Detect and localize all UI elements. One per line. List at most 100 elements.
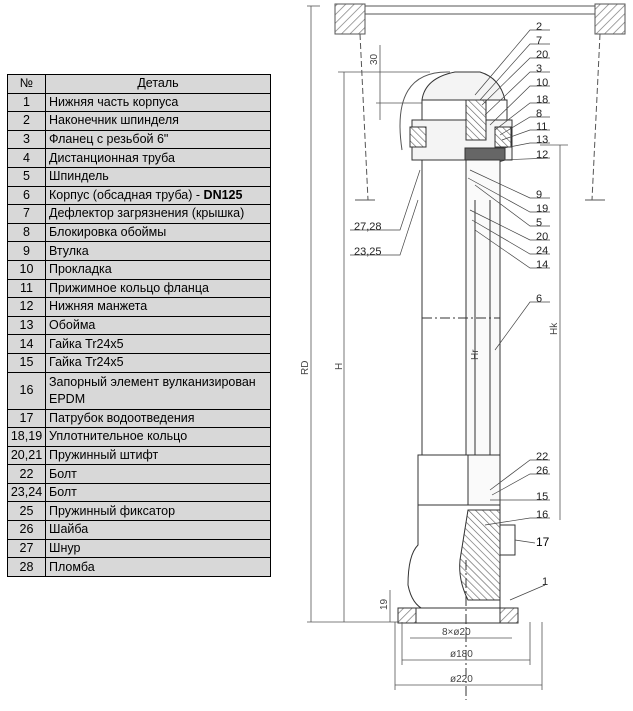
dim-220: ø220 [450, 674, 473, 685]
row-num: 16 [7, 371, 46, 410]
callout-19: 19 [536, 203, 548, 215]
callout-22: 22 [536, 451, 548, 463]
row-name: Обойма [45, 315, 271, 336]
row-name: Прижимное кольцо фланца [45, 278, 271, 299]
row-name: Шнур [45, 538, 271, 559]
leader-13 [503, 142, 550, 149]
cap-ring [421, 99, 508, 121]
spindle-head-hatch [465, 99, 487, 141]
row-num: 13 [7, 315, 46, 336]
bottom-dimensions [394, 622, 543, 690]
dim-30: 30 [369, 53, 380, 65]
row-name: Втулка [45, 241, 271, 261]
leader-14 [474, 229, 550, 269]
frame-left-wall [359, 33, 369, 201]
dim-rd: RD [300, 361, 311, 375]
row-name: Дистанционная труба [45, 148, 271, 168]
flange-hatch-left [409, 126, 427, 148]
leader-27-28 [350, 169, 421, 231]
cord [399, 71, 451, 151]
leader-3 [484, 71, 550, 116]
dim-180: ø180 [450, 649, 473, 660]
row-num: 28 [7, 557, 46, 577]
table-header-row: № Деталь [7, 74, 271, 94]
callout-2: 2 [536, 21, 542, 33]
row-name: Наконечник шпинделя [45, 111, 271, 131]
callout-16: 16 [536, 509, 548, 521]
row-num: 12 [7, 297, 46, 317]
row-num: 26 [7, 520, 46, 540]
row-num: 5 [7, 166, 46, 187]
row-num: 20,21 [7, 445, 46, 466]
row-num: 1 [7, 92, 46, 113]
leader-6 [494, 301, 550, 351]
leader-10 [489, 85, 550, 126]
dim-hr: Hr [470, 349, 481, 360]
header-num: № [7, 74, 46, 94]
row-name: Прокладка [45, 259, 271, 280]
row-num: 22 [7, 464, 46, 484]
row-name: Запорный элемент вулканизирован EPDM [45, 371, 271, 410]
cap [421, 71, 506, 101]
row-num: 10 [7, 259, 46, 280]
callout-12: 12 [536, 149, 548, 161]
row-num: 3 [7, 129, 46, 150]
valve-hatch [459, 509, 501, 601]
row-name: Фланец с резьбой 6" [45, 129, 271, 150]
callout-9: 9 [536, 189, 542, 201]
row-name: Нижняя часть корпуса [45, 92, 271, 113]
callouts-left: 27,28 23,25 [354, 221, 382, 258]
callout-10: 10 [536, 77, 548, 89]
lower-ring [417, 454, 469, 506]
leader-8 [499, 116, 550, 136]
callout-1: 1 [542, 576, 548, 588]
callout-18: 18 [536, 94, 548, 106]
row-name-text: Запорный элемент вулканизирован EPDM [49, 374, 256, 406]
leader-5 [474, 184, 550, 227]
row-name: Корпус (обсадная труба) - DN125 [45, 185, 271, 206]
callout-6: 6 [536, 293, 542, 305]
row-num: 7 [7, 204, 46, 224]
row-num: 2 [7, 111, 46, 131]
leader-24 [471, 219, 550, 255]
row-name-bold: DN125 [203, 187, 243, 202]
row-name: Болт [45, 482, 271, 503]
base-hatch-right [499, 607, 519, 624]
leader-20a [481, 57, 550, 106]
leader-19 [467, 177, 550, 213]
callout-20a: 20 [536, 49, 548, 61]
row-num: 11 [7, 278, 46, 299]
leader-7 [479, 43, 550, 101]
leader-18 [494, 102, 550, 131]
leader-22 [489, 459, 550, 491]
callout-23-25: 23,25 [354, 246, 382, 258]
row-name: Гайка Tr24x5 [45, 352, 271, 373]
frame-right-hatch [594, 3, 626, 35]
dim-holes: 8×ø20 [442, 627, 471, 638]
row-num: 27 [7, 538, 46, 559]
casing-tube [421, 159, 467, 456]
callout-24: 24 [536, 245, 548, 257]
dim-h: H [334, 363, 345, 370]
leader-9 [469, 169, 550, 199]
leader-11 [501, 129, 550, 141]
row-name: Дефлектор загрязнения (крышка) [45, 204, 271, 224]
row-num: 8 [7, 222, 46, 243]
row-num: 17 [7, 408, 46, 429]
frame-right-wall [591, 33, 601, 201]
